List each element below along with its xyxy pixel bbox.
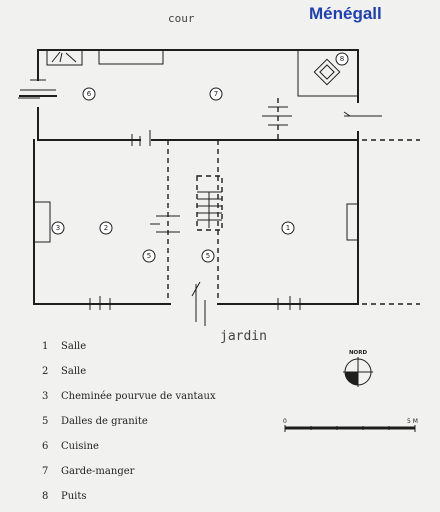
legend-number: 8 <box>42 491 49 502</box>
fireplace-right <box>346 203 359 241</box>
main-house <box>33 130 420 326</box>
north-label: NORD <box>349 350 368 356</box>
well-icon <box>313 58 341 86</box>
legend-number: 5 <box>42 416 49 427</box>
north-compass: NORD <box>343 350 373 387</box>
scale-start: 0 <box>283 418 287 425</box>
room-number: 5 <box>206 252 210 260</box>
room-markers: 1 2 3 5 5 6 7 8 <box>51 52 349 263</box>
room-number: 6 <box>87 90 92 98</box>
legend-number: 1 <box>42 341 49 352</box>
legend-number: 2 <box>42 366 49 377</box>
legend-text: Cuisine <box>61 441 99 452</box>
legend-text: Dalles de granite <box>61 416 148 427</box>
cour-label: cour <box>168 12 195 25</box>
kitchen-counter <box>98 49 164 65</box>
upper-wing <box>18 49 382 141</box>
fireplace-left <box>33 201 51 243</box>
legend-text: Garde-manger <box>61 466 135 477</box>
room-number: 3 <box>56 224 60 232</box>
legend-number: 6 <box>42 441 49 452</box>
room-number: 5 <box>147 252 151 260</box>
room-number: 1 <box>286 224 290 232</box>
room-number: 2 <box>104 224 108 232</box>
sink-fixture <box>46 49 83 66</box>
jardin-label: jardin <box>220 329 267 344</box>
legend-text: Cheminée pourvue de vantaux <box>61 391 216 402</box>
plan-title: Ménégall <box>309 4 382 23</box>
legend-number: 7 <box>42 466 49 477</box>
room-number: 7 <box>214 90 218 98</box>
staircase <box>196 175 223 231</box>
legend-text: Salle <box>61 366 87 377</box>
legend-text: Puits <box>61 491 87 502</box>
legend-number: 3 <box>42 391 49 402</box>
legend-text: Salle <box>61 341 87 352</box>
scale-end: 5 M <box>407 418 418 425</box>
room-number: 8 <box>340 55 344 63</box>
scale-bar: 0 5 M <box>283 418 418 432</box>
